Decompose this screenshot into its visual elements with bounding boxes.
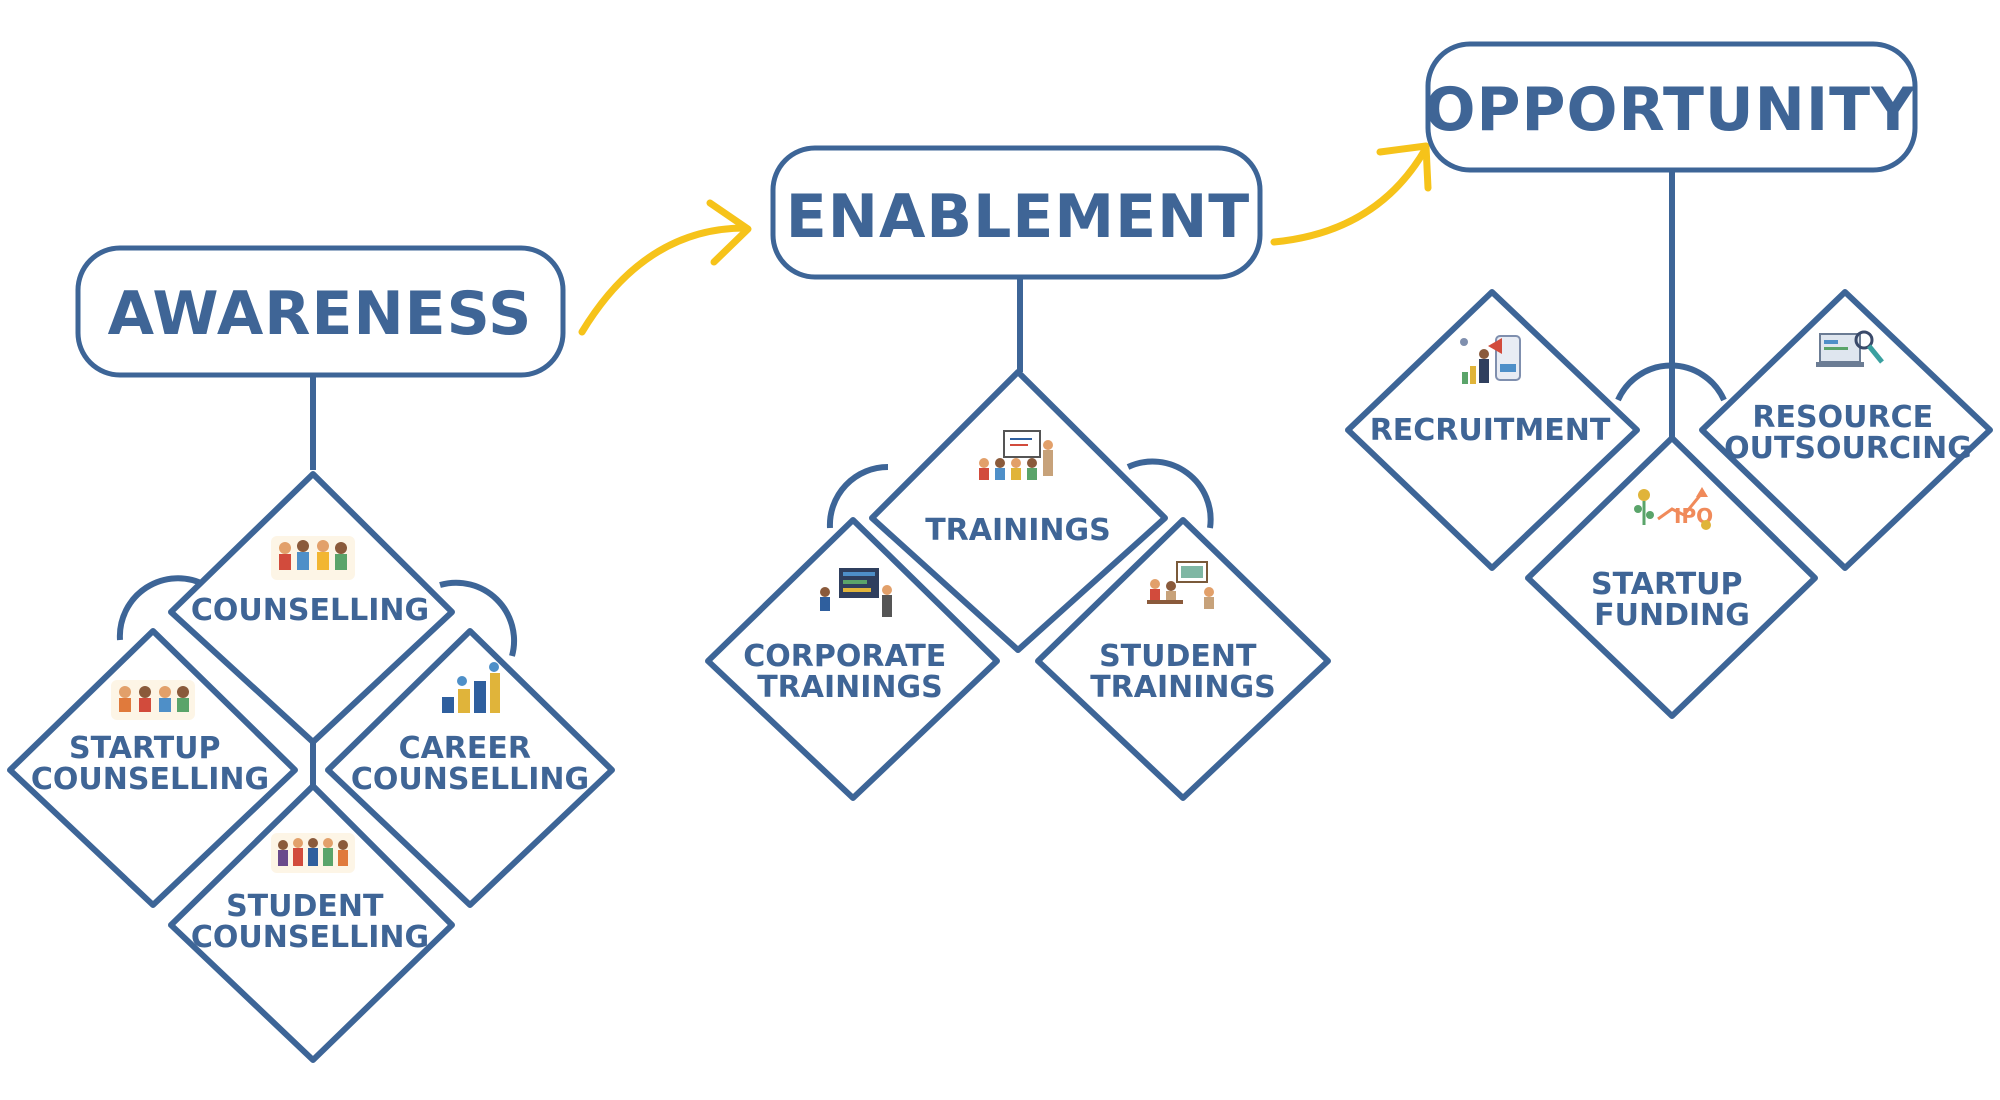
diamond-student-trainings[interactable]: STUDENT TRAININGS: [1035, 517, 1331, 801]
diamond-student-counselling[interactable]: STUDENT COUNSELLING: [168, 783, 455, 1063]
startup-funding-label-line-1: STARTUP: [1591, 567, 1743, 602]
group-counselling-icon: [271, 536, 355, 580]
enablement-header-box: [770, 145, 1263, 280]
startup-funding-label-line-2: FUNDING: [1594, 598, 1750, 633]
startup-team-meeting-icon: [111, 680, 195, 720]
student-trainings-label: STUDENT TRAININGS: [1090, 639, 1276, 705]
career-counselling-label-line-1: CAREER: [399, 731, 531, 766]
awareness-left-arc: [116, 575, 207, 641]
startup-counselling-label-line-1: STARTUP: [69, 731, 221, 766]
diamond-counselling[interactable]: COUNSELLING: [168, 471, 455, 745]
student-counselling-label-line-1: STUDENT: [226, 889, 384, 924]
opportunity-title: OPPORTUNITY: [1424, 75, 1916, 145]
diamond-trainings[interactable]: TRAININGS: [869, 369, 1168, 653]
enablement-title: ENABLEMENT: [786, 182, 1250, 252]
arrow-enablement-to-opportunity: [1270, 142, 1432, 246]
presentation-training-icon: [979, 430, 1053, 480]
trainings-label: TRAININGS: [925, 513, 1111, 548]
ipo-funding-icon: IPO: [1634, 487, 1713, 530]
student-trainings-label-line-1: STUDENT: [1099, 639, 1257, 674]
awareness-title: AWARENESS: [108, 279, 533, 349]
awareness-header-box: [75, 245, 566, 378]
diamond-startup-counselling[interactable]: STARTUP COUNSELLING: [7, 628, 298, 908]
corporate-screen-training-icon: [820, 568, 892, 617]
stage-opportunity: OPPORTUNITY RECRUITMENT: [1345, 41, 1993, 719]
opportunity-header-box: [1425, 41, 1918, 173]
arrow-awareness-to-enablement: [578, 199, 752, 336]
diamond-startup-funding[interactable]: IPO STARTUP FUNDING: [1525, 435, 1818, 719]
career-growth-icon: [442, 662, 500, 713]
opportunity-center-arc: [1615, 362, 1727, 402]
diamond-career-counselling[interactable]: CAREER COUNSELLING: [325, 628, 615, 908]
stage-enablement: ENABLEMENT TRAININGS: [705, 145, 1331, 801]
student-counselling-label-line-2: COUNSELLING: [191, 920, 429, 955]
diamond-recruitment[interactable]: RECRUITMENT: [1345, 289, 1640, 571]
laptop-magnifier-icon: [1816, 330, 1884, 367]
corporate-trainings-label-line-2: TRAININGS: [757, 670, 943, 705]
recruitment-label-line: RECRUITMENT: [1370, 413, 1611, 448]
trainings-label-line: TRAININGS: [925, 513, 1111, 548]
recruitment-label: RECRUITMENT: [1370, 413, 1611, 448]
startup-funding-label: STARTUP FUNDING: [1591, 567, 1753, 633]
awareness-right-arc: [439, 579, 517, 657]
classroom-icon: [1147, 561, 1214, 609]
counselling-label: COUNSELLING: [191, 593, 429, 628]
stage-awareness: AWARENESS COUNSELLING: [7, 245, 615, 1063]
career-counselling-label: CAREER COUNSELLING: [351, 731, 589, 797]
corporate-trainings-label: CORPORATE TRAININGS: [743, 639, 957, 705]
resource-outsourcing-label: RESOURCE OUTSOURCING: [1724, 400, 1972, 466]
student-counselling-label: STUDENT COUNSELLING: [191, 889, 429, 955]
counselling-label-line: COUNSELLING: [191, 593, 429, 628]
enablement-right-arc: [1126, 458, 1214, 529]
enablement-left-arc: [826, 463, 889, 529]
corporate-trainings-label-line-1: CORPORATE: [743, 639, 946, 674]
diamond-resource-outsourcing[interactable]: RESOURCE OUTSOURCING: [1699, 289, 1993, 571]
startup-counselling-label: STARTUP COUNSELLING: [31, 731, 269, 797]
students-group-icon: [271, 833, 355, 873]
startup-counselling-label-line-2: COUNSELLING: [31, 762, 269, 797]
diamond-corporate-trainings[interactable]: CORPORATE TRAININGS: [705, 517, 1000, 801]
student-trainings-label-line-2: TRAININGS: [1090, 670, 1276, 705]
resource-outsourcing-label-line-1: RESOURCE: [1752, 400, 1933, 435]
recruitment-megaphone-icon: [1460, 335, 1521, 384]
career-counselling-label-line-2: COUNSELLING: [351, 762, 589, 797]
resource-outsourcing-label-line-2: OUTSOURCING: [1724, 431, 1972, 466]
